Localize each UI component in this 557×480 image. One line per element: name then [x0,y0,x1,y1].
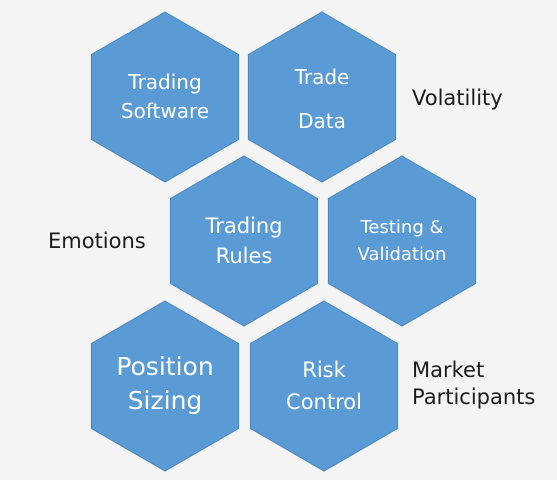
hexagon-trading-software [90,11,240,183]
hexagon-text-line: Position [116,352,214,381]
hexagon-text-line: Rules [215,244,273,268]
hexagon-trading-rules [169,155,319,327]
side-label-volatility-text: Volatility [412,86,503,110]
hexagon-label-testing-validation: Testing & Validation [329,199,475,284]
hexagon-text-line: Data [298,109,346,133]
hexagon-position-sizing [90,300,240,472]
side-label-emotions: Emotions [48,228,146,255]
hexagon-text-line: Validation [357,244,447,265]
hexagon-text-line: Control [286,390,362,414]
side-label-market-line2: Participants [412,385,536,409]
hexagon-testing-validation [327,155,477,327]
hexagon-text-line: Trading [205,214,283,238]
hexagon-risk-control [249,300,399,472]
hexagon-text-line: Sizing [127,386,203,415]
hexagon-text-line: Risk [302,358,346,382]
side-label-emotions-text: Emotions [48,229,146,253]
side-label-volatility: Volatility [412,85,503,112]
hexagon-text-line: Testing & [360,217,444,238]
hexagon-text-line: Trade [294,65,350,89]
side-label-market-participants: Market Participants [412,357,535,411]
hexagon-trade-data [247,11,397,183]
side-label-market-line1: Market [412,358,485,382]
hexagon-text-line: Trading [128,70,202,94]
hexagon-text-line: Software [120,99,210,123]
